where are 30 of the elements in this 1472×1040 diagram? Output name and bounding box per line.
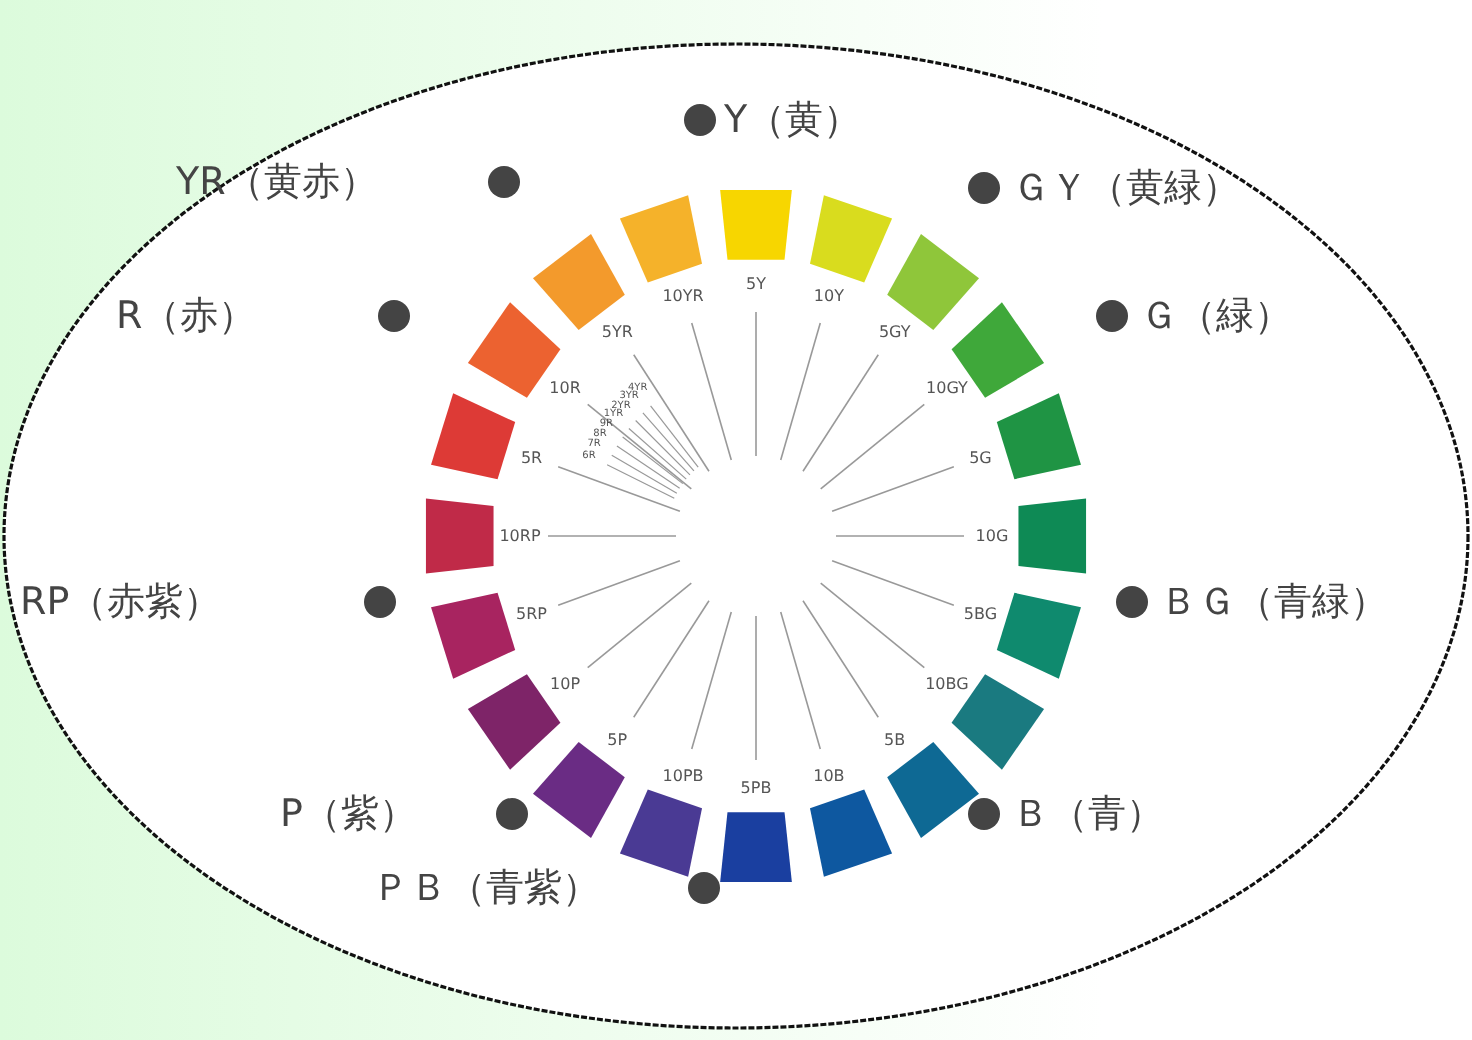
hue-name: Y（黄）	[724, 96, 862, 144]
hue-code: 10GY	[926, 378, 968, 397]
hue-code: 10Y	[813, 287, 844, 306]
hue-code: 5G	[969, 449, 992, 468]
hue-code: 10B	[813, 766, 845, 785]
hue-name: ＧＹ（黄緑）	[1012, 164, 1240, 212]
hue-code: 10YR	[662, 287, 704, 306]
hue-code: 5YR	[601, 323, 633, 342]
hue-name: Ｂ（青）	[1012, 790, 1164, 838]
hue-name: YR（黄赤）	[176, 158, 378, 206]
hue-code: 5B	[884, 730, 906, 749]
hue-code: 5RP	[516, 604, 547, 623]
hue-code: 10G	[975, 527, 1009, 545]
hue-code: 5BG	[963, 604, 998, 623]
hue-code: 5Y	[746, 275, 766, 293]
hue-name: R（赤）	[116, 292, 257, 340]
hue-code: 10R	[549, 378, 581, 397]
hue-code: 5R	[520, 449, 543, 468]
hue-name: ＢＧ（青緑）	[1160, 578, 1388, 626]
hue-code: 5P	[607, 730, 628, 749]
hue-code: 5PB	[740, 779, 772, 797]
hue-name: ＰＢ（青紫）	[372, 864, 600, 912]
hue-code: 5GY	[878, 323, 911, 342]
hue-name: P（紫）	[280, 790, 417, 838]
hue-code: 10RP	[499, 527, 541, 545]
hue-code: 10P	[550, 675, 581, 694]
hue-name: RP（赤紫）	[20, 578, 222, 626]
hue-code: 10PB	[662, 766, 704, 785]
hue-code: 10BG	[925, 675, 969, 694]
hue-name: Ｇ（緑）	[1140, 292, 1292, 340]
